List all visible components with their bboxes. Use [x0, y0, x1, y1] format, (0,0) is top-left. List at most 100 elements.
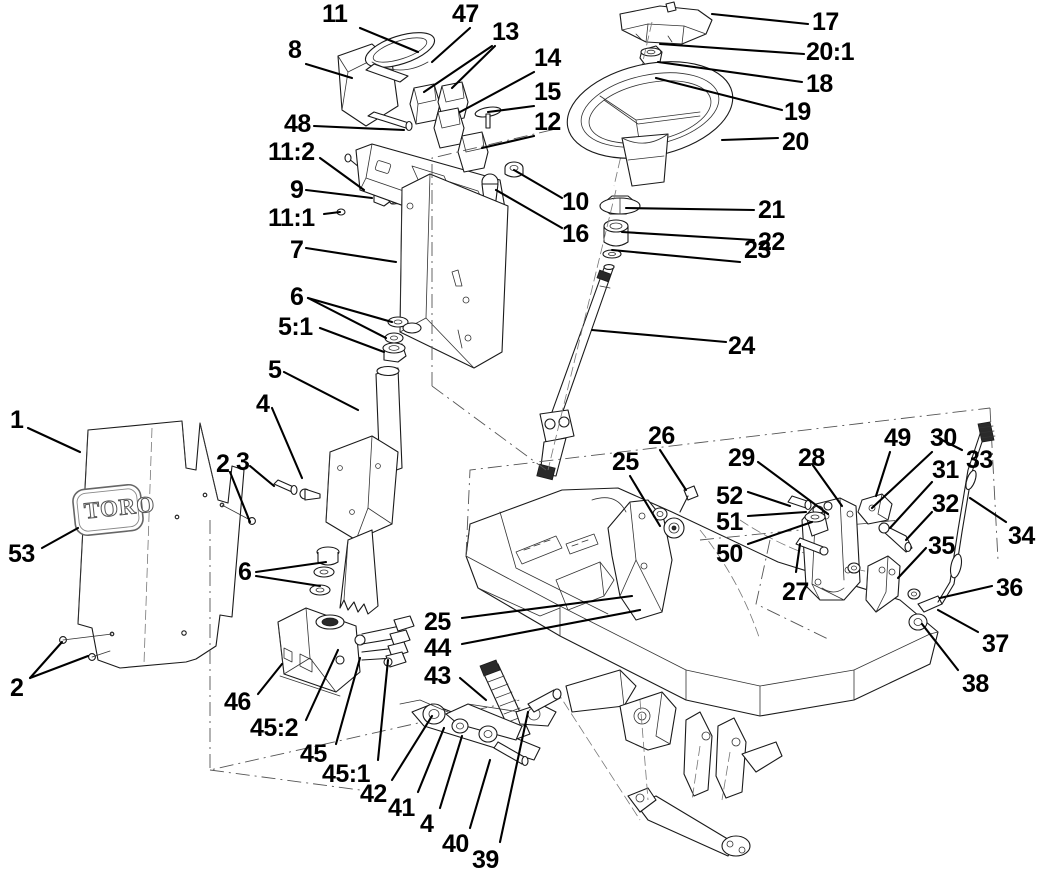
callout-label-23: 23 [744, 236, 771, 264]
callout-label-34: 34 [1008, 522, 1035, 550]
callout-label-45-2: 45:2 [250, 714, 299, 742]
callout-label-13: 13 [492, 18, 519, 46]
leader-line [458, 70, 536, 114]
leader-line [430, 26, 472, 64]
leader-line [422, 44, 494, 94]
callout-label-3: 3 [236, 448, 250, 476]
return-spring [479, 659, 531, 741]
leader-line [358, 26, 420, 54]
callout-label-2: 2 [216, 450, 230, 478]
leader-line [376, 658, 390, 762]
callout-label-42: 42 [360, 780, 387, 808]
leader-line [228, 470, 252, 524]
leader-line [468, 758, 492, 830]
leader-line [322, 210, 342, 216]
callout-label-28: 28 [798, 444, 825, 472]
leader-line [458, 676, 488, 702]
leader-line [438, 734, 464, 810]
callout-label-20-1: 20:1 [806, 38, 855, 66]
leader-line [794, 542, 802, 574]
leader-line [304, 246, 398, 264]
leader-line [306, 296, 388, 340]
callout-label-36: 36 [996, 574, 1023, 602]
callout-label-6: 6 [290, 283, 304, 311]
leader-line [610, 248, 742, 264]
leader-line [628, 474, 662, 528]
deck-decals [515, 533, 599, 565]
leader-line [304, 648, 340, 722]
callout-label-11-1: 11:1 [268, 204, 315, 232]
left-cover-panel-group [59, 420, 521, 791]
leader-line [254, 560, 328, 574]
rocker-switches [409, 81, 489, 173]
lift-linkage-group [399, 659, 562, 767]
callout-label-50: 50 [716, 540, 743, 568]
callout-label-26: 26 [648, 422, 675, 450]
leader-line [656, 60, 804, 84]
callout-label-6: 6 [238, 558, 252, 586]
leader-line [480, 134, 536, 150]
callout-label-38: 38 [962, 670, 989, 698]
callout-label-51: 51 [716, 508, 743, 536]
callout-label-39: 39 [472, 846, 499, 874]
leader-line [304, 188, 374, 200]
callout-label-25: 25 [424, 608, 451, 636]
callout-label-20: 20 [782, 128, 809, 156]
leader-line [710, 12, 810, 26]
callout-label-45: 45 [300, 740, 327, 768]
leader-line [282, 370, 360, 412]
mower-deck-frame [465, 407, 999, 857]
leader-line [318, 326, 386, 354]
leader-line [304, 62, 354, 80]
leader-line [40, 526, 80, 550]
leader-line [720, 136, 780, 142]
callout-label-44: 44 [424, 634, 451, 662]
callout-label-17: 17 [812, 8, 839, 36]
leader-line [334, 656, 362, 746]
leader-line [932, 434, 964, 452]
leader-line [450, 44, 497, 90]
leader-line [904, 510, 934, 542]
leader-line [888, 480, 934, 530]
leader-line [968, 496, 1008, 524]
leader-line [512, 168, 564, 200]
callout-label-33: 33 [966, 446, 993, 474]
leader-line [498, 710, 530, 844]
leader-line [658, 448, 688, 492]
leader-line [746, 490, 792, 508]
callout-label-11-2: 11:2 [268, 138, 315, 166]
leader-line [746, 520, 814, 546]
callout-label-4: 4 [420, 810, 434, 838]
callout-label-5-1: 5:1 [278, 313, 313, 341]
callout-label-27: 27 [782, 578, 809, 606]
leader-line [416, 726, 446, 794]
leader-line [936, 608, 980, 634]
callout-label-29: 29 [728, 444, 755, 472]
leader-line [28, 640, 64, 680]
callout-label-52: 52 [716, 482, 743, 510]
callout-label-46: 46 [224, 688, 251, 716]
leader-line [810, 462, 844, 508]
steering-post-bracket [591, 485, 699, 621]
leader-line [896, 546, 928, 580]
callout-label-12: 12 [534, 108, 561, 136]
steering-shaft [536, 264, 615, 481]
callout-label-8: 8 [288, 36, 302, 64]
steering-wheel-group [431, 1, 734, 481]
leader-line [746, 510, 808, 518]
leader-line [756, 460, 830, 516]
callout-label-24: 24 [728, 332, 755, 360]
leader-line [254, 574, 322, 588]
callout-label-48: 48 [284, 110, 311, 138]
callout-label-45-1: 45:1 [322, 760, 371, 788]
leader-line [318, 156, 366, 192]
leader-line [624, 206, 756, 212]
leader-line [248, 464, 276, 488]
callout-label-10: 10 [562, 188, 589, 216]
callout-label-19: 19 [784, 98, 811, 126]
leader-line [26, 426, 82, 454]
leader-line [486, 104, 536, 114]
leader-line [312, 124, 406, 132]
leader-line [306, 296, 394, 324]
